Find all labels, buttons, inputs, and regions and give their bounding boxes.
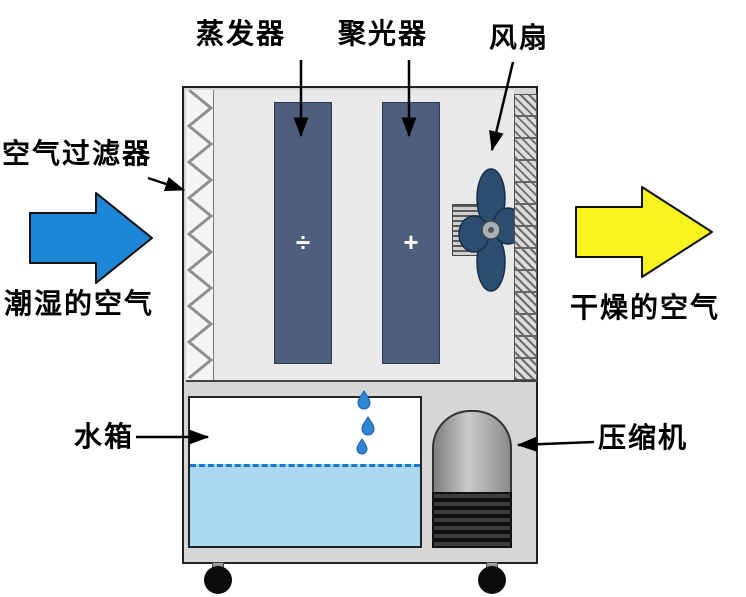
exhaust-vent [514, 94, 537, 380]
label-evaporator: 蒸发器 [196, 18, 287, 49]
compartment-divider [186, 380, 538, 382]
compressor-dome [432, 410, 512, 492]
evaporator-symbol: ÷ [295, 226, 311, 257]
water-tank [188, 396, 422, 548]
humid-air-arrow [29, 192, 153, 284]
condenser-panel: + [382, 102, 440, 364]
label-condenser: 聚光器 [338, 18, 429, 49]
label-dry-air: 干燥的空气 [570, 292, 721, 323]
air-filter-pointer-arrow [147, 176, 186, 192]
compressor-base [432, 492, 512, 548]
label-fan: 风扇 [489, 22, 550, 53]
label-air-filter: 空气过滤器 [2, 138, 153, 169]
water-surface [190, 464, 420, 546]
label-compressor: 压缩机 [598, 422, 689, 453]
dehumidifier-unit: ÷ + [182, 86, 538, 564]
caster-wheel-right [478, 566, 506, 594]
evaporator-panel: ÷ [274, 102, 332, 364]
condenser-symbol: + [403, 226, 419, 257]
caster-wheel-left [204, 566, 232, 594]
air-filter-pattern [186, 88, 214, 380]
water-drops-icon [356, 390, 375, 455]
label-humid-air: 潮湿的空气 [4, 288, 155, 319]
dry-air-arrow [575, 186, 713, 278]
air-filter-zigzag [186, 88, 214, 380]
fan-blades-icon [458, 168, 524, 292]
label-water-tank: 水箱 [74, 421, 135, 452]
